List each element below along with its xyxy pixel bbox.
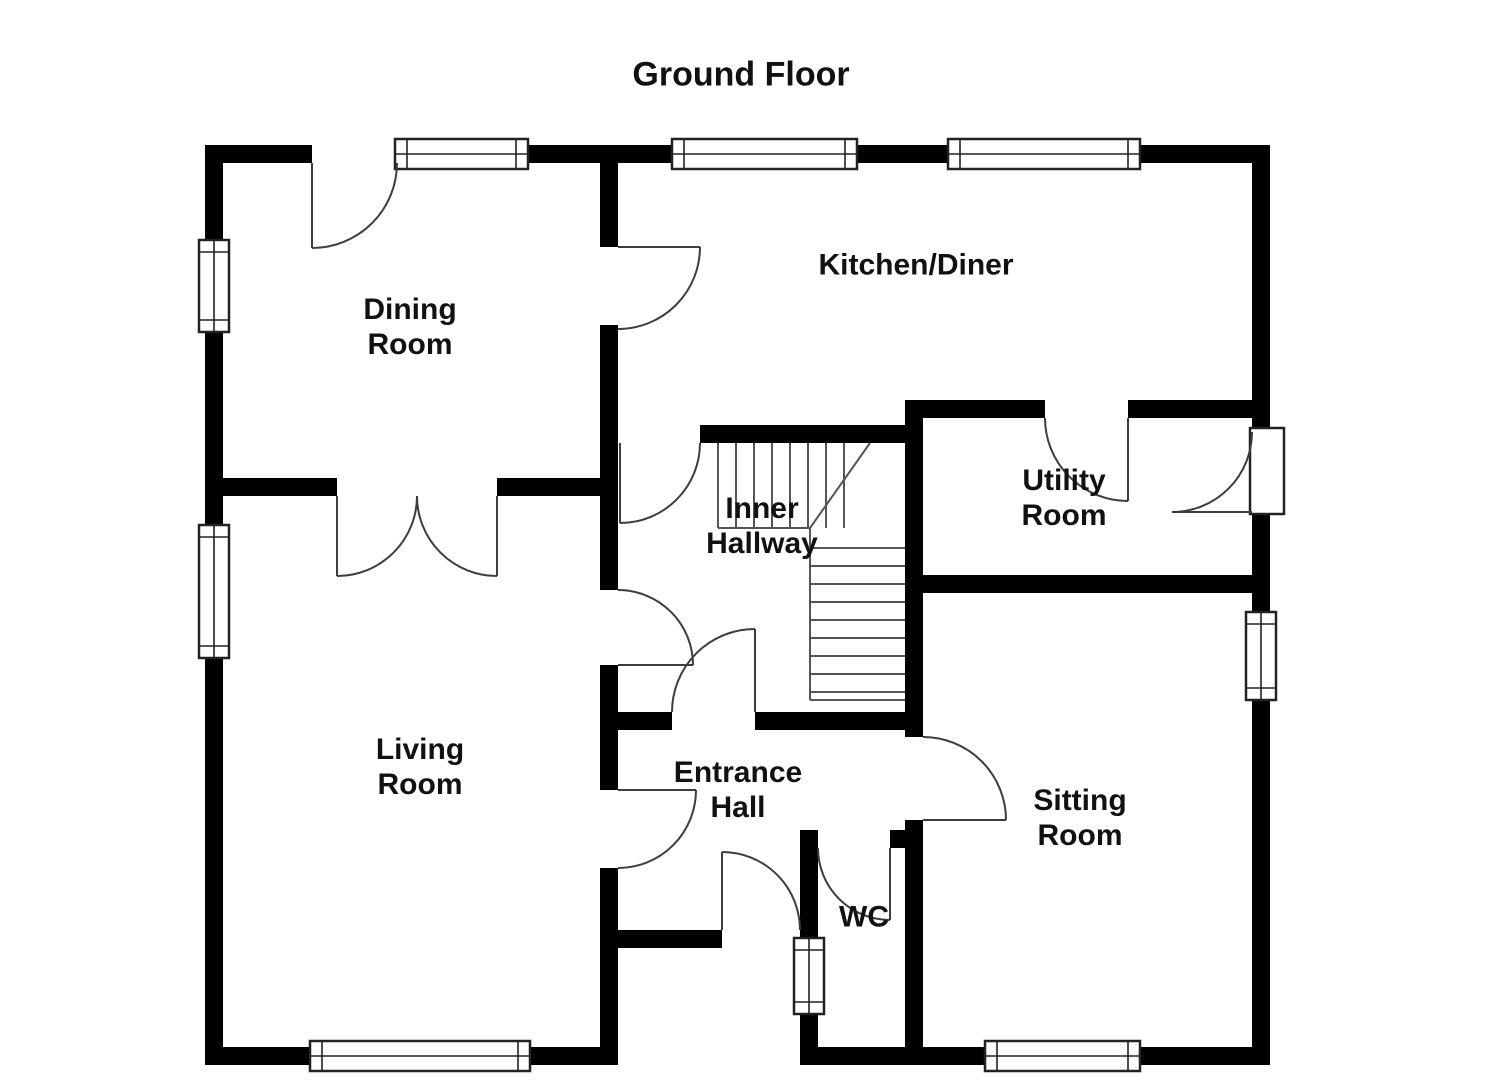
wall-right <box>1252 145 1270 1065</box>
room-label-sitting: Sitting Room <box>1033 783 1126 853</box>
room-label-line: Hall <box>710 791 766 824</box>
window-kitchen-right <box>946 137 1142 171</box>
plan-title: Ground Floor <box>632 55 850 94</box>
room-label-line: Inner <box>725 491 799 525</box>
room-label-line: Room <box>367 328 453 361</box>
interior-walls <box>205 145 1270 1065</box>
room-label-entrance: Entrance Hall <box>674 755 802 825</box>
window-living-side <box>197 523 231 660</box>
door-gap-kitchen-utility <box>1045 400 1128 418</box>
door-swing-entrance-sitting <box>922 736 1007 821</box>
wall-hallway-top <box>700 425 923 443</box>
stairs <box>717 442 905 701</box>
room-label-living: Living Room <box>376 732 464 802</box>
door-swing-utility-exterior <box>1171 431 1253 513</box>
door-swing-double-doors-left <box>336 495 418 577</box>
door-gap-back-door <box>312 145 397 163</box>
room-label-line: Sitting <box>1033 783 1127 817</box>
door-swing-back-door <box>311 162 398 249</box>
room-label-line: Room <box>377 768 463 801</box>
window-sitting-side <box>1244 610 1278 702</box>
window-sitting-bottom <box>983 1039 1142 1073</box>
door-swing-living-hallway <box>617 589 694 666</box>
window-dining-top <box>393 137 530 171</box>
room-label-line: Hallway <box>706 527 818 560</box>
stair-winder <box>809 442 871 529</box>
wall-right-divider <box>905 400 923 1065</box>
door-swing-kitchen-utility <box>1044 417 1129 502</box>
door-swing-wc <box>817 847 891 921</box>
door-swing-dining-kitchen <box>617 246 701 330</box>
room-label-line: Kitchen/Diner <box>818 248 1014 282</box>
door-gap-front-door <box>722 930 800 948</box>
wall-utility-bottom <box>905 575 1270 593</box>
door-swing-hallway-entrance <box>671 628 756 713</box>
wall-entrance-top <box>618 712 923 730</box>
room-label-kitchen: Kitchen/Diner <box>818 247 1013 282</box>
room-label-line: Utility <box>1022 463 1106 497</box>
door-gap-living-hallway <box>600 590 618 665</box>
room-label-line: Entrance <box>673 755 803 789</box>
room-label-line: Room <box>1037 819 1123 852</box>
door-gap-double-doors <box>337 478 497 496</box>
window-porch-sidelight <box>792 936 826 1016</box>
door-swing-kitchen-hallway <box>619 442 701 524</box>
room-label-dining: Dining Room <box>363 292 456 362</box>
door-openings <box>312 145 1270 948</box>
room-label-wc: WC <box>839 899 889 934</box>
door-gap-dining-kitchen <box>600 247 618 325</box>
door-swing-living-entrance <box>617 789 697 869</box>
door-swing-front-door <box>721 851 801 931</box>
door-gap-entrance-sitting <box>905 737 923 820</box>
room-label-line: Room <box>1021 499 1107 532</box>
room-label-line: Dining <box>363 292 457 326</box>
window-living-bottom <box>308 1039 532 1073</box>
utility-exterior-door-panel <box>1248 426 1286 516</box>
outer-walls <box>205 145 1270 1065</box>
windows <box>197 137 1286 1073</box>
door-gap-wc <box>818 830 890 848</box>
room-label-line: Living <box>375 732 465 766</box>
door-gap-living-entrance <box>600 790 618 868</box>
room-label-utility: Utility Room <box>1022 463 1107 533</box>
window-kitchen-left <box>670 137 859 171</box>
room-label-line: WC <box>839 900 889 934</box>
window-dining-side <box>197 238 231 334</box>
door-swing-double-doors-right <box>416 495 498 577</box>
doors <box>311 162 1253 931</box>
room-label-inner-hallway: Inner Hallway <box>706 491 818 561</box>
door-gap-hallway-entrance <box>672 712 755 730</box>
